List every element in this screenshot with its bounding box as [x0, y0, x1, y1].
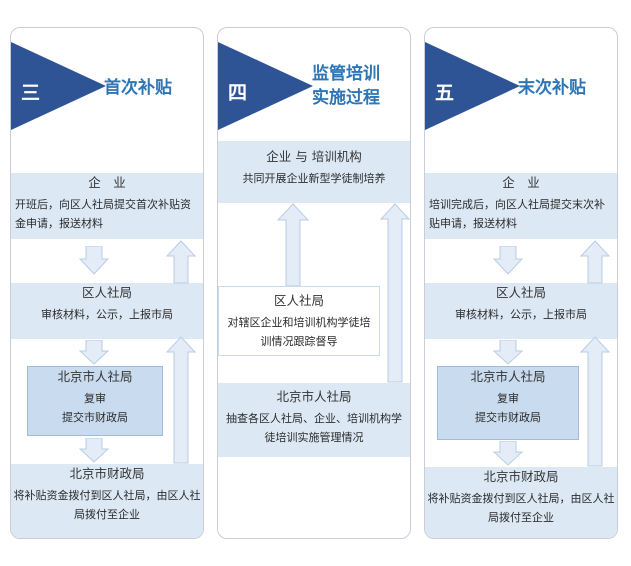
box-text: 培训完成后，向区人社局提交末次补贴申请，报送材料 [429, 198, 605, 230]
up-arrow [579, 240, 611, 284]
box-title: 北京市财政局 [483, 469, 559, 484]
beijing-finance-box: 北京市财政局 将补贴资金拨付到区人社局，由区人社局拨付至企业 [11, 464, 203, 538]
box-text: 将补贴资金拨付到区人社局，由区人社局拨付至企业 [427, 492, 615, 524]
box-text: 对辖区企业和培训机构学徒培训情况跟踪督导 [227, 316, 371, 348]
step-panel-first-subsidy: 三 首次补贴 企 业 开班后，向区人社局提交首次补贴资金申请，报送材料 区人社局… [10, 27, 204, 539]
box-title: 区人社局 [273, 293, 324, 308]
step-title: 首次补贴 [104, 78, 172, 98]
up-arrow [165, 240, 197, 284]
step-panel-supervision: 四 监管培训 实施过程 企业 与 培训机构 共同开展企业新型学徒制培养 区人社局… [217, 27, 411, 539]
box-title: 区人社局 [495, 285, 546, 300]
box-text: 共同开展企业新型学徒制培养 [242, 172, 386, 185]
box-text: 审核材料，公示，上报市局 [455, 308, 587, 321]
up-arrow [579, 336, 611, 467]
box-text: 复审 [497, 392, 519, 405]
up-arrow [165, 336, 197, 464]
box-title: 企业 与 培训机构 [266, 149, 362, 164]
down-arrow [493, 340, 523, 365]
up-arrow [380, 203, 410, 383]
beijing-hrss-box: 北京市人社局 复审 提交市财政局 [27, 366, 163, 436]
enterprise-and-training-box: 企业 与 培训机构 共同开展企业新型学徒制培养 [218, 141, 410, 203]
step-number: 三 [21, 82, 41, 104]
step-marker-triangle [425, 42, 520, 130]
step-panel-final-subsidy: 五 末次补贴 企 业 培训完成后，向区人社局提交末次补贴申请，报送材料 区人社局… [424, 27, 618, 539]
box-title: 区人社局 [81, 285, 132, 300]
down-arrow [493, 441, 523, 466]
box-title: 北京市人社局 [57, 369, 133, 384]
box-text: 将补贴资金拨付到区人社局，由区人社局拨付至企业 [13, 489, 201, 521]
beijing-hrss-box: 北京市人社局 复审 提交市财政局 [437, 366, 579, 440]
box-title: 企 业 [502, 175, 540, 190]
step-number: 四 [228, 82, 248, 104]
beijing-hrss-box: 北京市人社局 抽查各区人社局、企业、培训机构学徒培训实施管理情况 [218, 383, 410, 457]
step-title: 末次补贴 [518, 78, 586, 98]
down-arrow [79, 340, 109, 365]
box-text: 审核材料，公示，上报市局 [41, 308, 173, 321]
box-text: 复审 [84, 392, 106, 405]
box-title: 北京市人社局 [276, 389, 352, 404]
beijing-finance-box: 北京市财政局 将补贴资金拨付到区人社局，由区人社局拨付至企业 [425, 467, 617, 538]
box-text: 提交市财政局 [475, 411, 541, 424]
down-arrow [79, 246, 109, 275]
district-hrss-box: 区人社局 审核材料，公示，上报市局 [425, 283, 617, 339]
box-title: 北京市人社局 [470, 369, 546, 384]
down-arrow [79, 438, 109, 463]
step-number: 五 [435, 82, 455, 104]
district-hrss-box: 区人社局 审核材料，公示，上报市局 [11, 283, 203, 339]
box-title: 北京市财政局 [69, 466, 145, 481]
enterprise-box: 企 业 培训完成后，向区人社局提交末次补贴申请，报送材料 [425, 173, 617, 239]
box-text: 开班后，向区人社局提交首次补贴资金申请，报送材料 [15, 198, 191, 230]
box-text: 提交市财政局 [62, 411, 128, 424]
step-title: 监管培训 实施过程 [312, 64, 380, 108]
step-marker-triangle [11, 42, 106, 130]
up-arrow [276, 203, 310, 287]
box-text: 抽查各区人社局、企业、培训机构学徒培训实施管理情况 [226, 412, 402, 444]
enterprise-box: 企 业 开班后，向区人社局提交首次补贴资金申请，报送材料 [11, 173, 203, 239]
box-title: 企 业 [88, 175, 126, 190]
district-hrss-box: 区人社局 对辖区企业和培训机构学徒培训情况跟踪督导 [218, 286, 380, 356]
step-marker-triangle [218, 42, 313, 130]
down-arrow [493, 246, 523, 275]
